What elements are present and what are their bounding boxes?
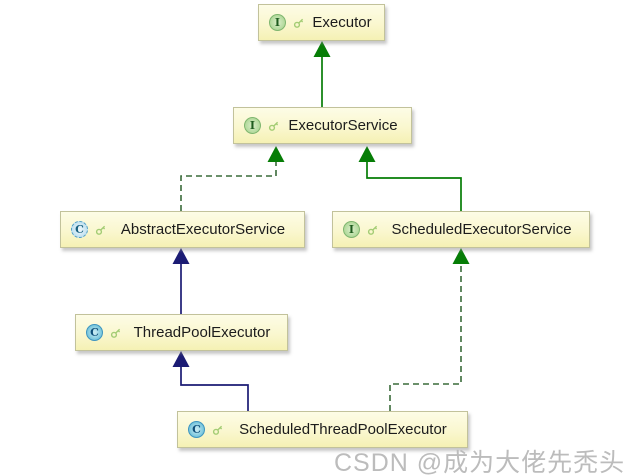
key-icon <box>293 18 304 28</box>
edge-threadpoolexecutor-extends-abstractexecutorservice <box>172 248 190 314</box>
class-icon: C <box>188 421 205 438</box>
node-label: ScheduledExecutorService <box>391 221 572 238</box>
key-icon <box>110 328 121 338</box>
key-icon <box>212 425 223 435</box>
edge-scheduledthreadpoolexecutor-implements-scheduledexecutorservice <box>389 248 470 411</box>
node-label: ThreadPoolExecutor <box>133 324 271 341</box>
interface-icon: I <box>244 117 261 134</box>
node-scheduled-thread-pool-executor[interactable]: C ScheduledThreadPoolExecutor <box>177 411 468 448</box>
interface-icon: I <box>269 14 286 31</box>
node-thread-pool-executor[interactable]: C ThreadPoolExecutor <box>75 314 288 351</box>
key-icon <box>268 121 279 131</box>
key-icon <box>95 225 106 235</box>
class-icon: C <box>86 324 103 341</box>
node-abstract-executor-service[interactable]: C AbstractExecutorService <box>60 211 305 248</box>
node-label: AbstractExecutorService <box>120 221 286 238</box>
node-label: ExecutorService <box>288 117 398 134</box>
interface-icon: I <box>343 221 360 238</box>
node-label: ScheduledThreadPoolExecutor <box>239 421 447 438</box>
edge-scheduledexecutorservice-extends-executorservice <box>358 146 462 211</box>
node-executor[interactable]: I Executor <box>258 4 385 41</box>
csdn-watermark: CSDN @成为大佬先秃头 <box>334 449 626 476</box>
key-icon <box>367 225 378 235</box>
node-executor-service[interactable]: I ExecutorService <box>233 107 412 144</box>
abstract-class-icon: C <box>71 221 88 238</box>
node-label: Executor <box>312 14 372 31</box>
node-scheduled-executor-service[interactable]: I ScheduledExecutorService <box>332 211 590 248</box>
edge-scheduledthreadpoolexecutor-extends-threadpoolexecutor <box>172 351 249 411</box>
edge-executorservice-extends-executor <box>313 41 331 107</box>
edge-abstractexecutorservice-implements-executorservice <box>180 146 285 211</box>
